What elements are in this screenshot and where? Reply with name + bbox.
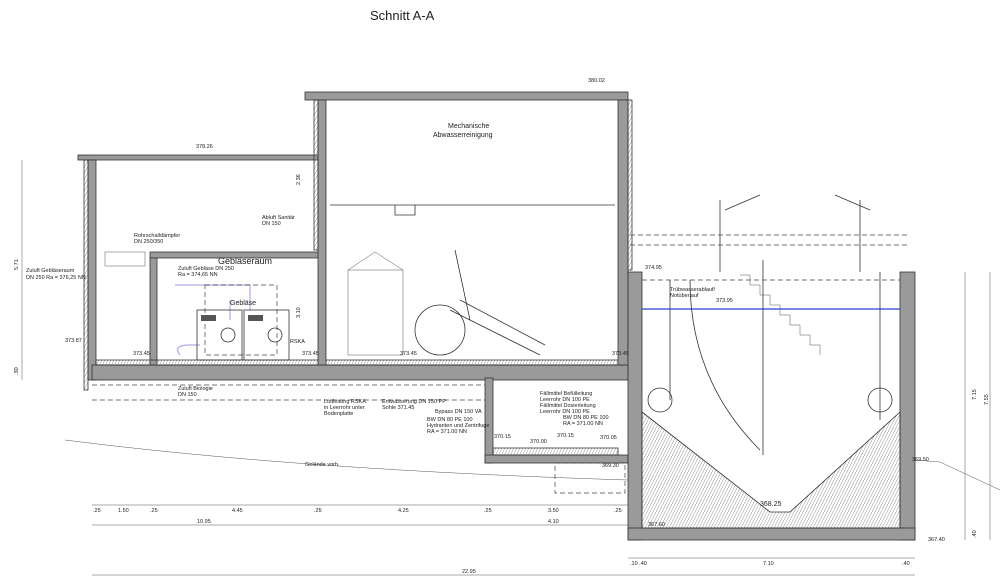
drawing-label: 3.50 — [548, 508, 559, 514]
drawing-label: Sohle 371.45 — [382, 405, 414, 411]
drawing-label: 7.55 — [984, 394, 990, 405]
drawing-label: Gelände vorh. — [305, 462, 340, 468]
left-building — [77, 154, 629, 401]
drawing-label: 373.45 — [133, 351, 150, 357]
blower-unit — [196, 309, 290, 361]
drawing-label: 4.10 — [548, 519, 559, 525]
drawing-label: .40 — [972, 530, 978, 538]
drawing-label: 5.71 — [14, 259, 20, 270]
drawing-label: Zuluft Gebläse DN 250 — [178, 266, 234, 272]
drawing-label: Leerrohr DN 100 PE — [540, 397, 590, 403]
drawing-label: RA = 371.00 NN — [427, 429, 467, 435]
drawing-label: 370.00 — [530, 439, 547, 445]
drawing-label: Zuluft Gebläseraum — [26, 268, 75, 274]
drawing-label: 1.50 — [118, 508, 129, 514]
drawing-label: DN 150 — [262, 221, 281, 227]
drawing-label: Bypass DN 150 VA — [435, 409, 482, 415]
drawing-label: 374.95 — [645, 265, 662, 271]
main-building — [304, 91, 633, 494]
drawing-label: Entwässerung DN 150 PP — [382, 399, 446, 405]
terrain-line — [64, 439, 1000, 491]
room-label: Mechanische — [448, 123, 489, 130]
room-label: Abwasserreinigung — [433, 132, 493, 139]
drawing-label: 373.95 — [716, 298, 733, 304]
drawing-label: Fällmittel Befülleitung — [540, 391, 592, 397]
room-label-blower: Gebläse — [230, 300, 256, 307]
drawing-label: 370.15 — [494, 434, 511, 440]
drawing-label: 4.45 — [232, 508, 243, 514]
drawing-label: Bodenplatte — [324, 411, 353, 417]
drawing-label: 370.15 — [557, 433, 574, 439]
drawing-label: .25 — [314, 508, 322, 514]
drawing-label: 369.50 — [912, 457, 929, 463]
drawing-label: .25 — [93, 508, 101, 514]
drawing-label: 368.25 — [760, 501, 782, 508]
drawing-label: in Leerrohr unter — [324, 405, 365, 411]
drawing-label: .30 — [14, 367, 20, 375]
drawing-label: 10.95 — [197, 519, 211, 525]
room-label-blower-room: Gebläseraum — [218, 256, 272, 266]
tank — [627, 194, 916, 541]
drawing-label: Ra = 374,65 NN — [178, 272, 218, 278]
drawing-label: DN 150 — [178, 392, 197, 398]
drawing-label: 4.25 — [398, 508, 409, 514]
drawing-label: Leerrohr DN 100 PE — [540, 409, 590, 415]
drawing-label: Notüberlauf — [670, 293, 699, 299]
drawing-label: .25 — [150, 508, 158, 514]
drawing-label: Fällmittel Dosierleitung — [540, 403, 596, 409]
dimension-lines: .25 1.50 .25 4.45 .25 4.25 .25 3.50 .25 … — [14, 160, 991, 576]
drawing-label: 380.02 — [588, 78, 605, 84]
drawing-title: Schnitt A-A — [370, 8, 435, 23]
drawing-label: RSKA — [290, 339, 305, 345]
level-marks: 378.26 380.02 373.87 373.45 373.45 373.4… — [65, 78, 945, 543]
drawing-label: 378.26 — [196, 144, 213, 150]
drawing-label: 373.45 — [612, 351, 629, 357]
drawing-label: .40 — [902, 561, 910, 567]
drawing-label: Abluft Sanitär — [262, 215, 295, 221]
drawing-label: 367.40 — [928, 537, 945, 543]
drawing-label: .10 .40 — [630, 561, 647, 567]
drawing-label: 367.60 — [648, 522, 665, 528]
drawing-label: Hydranten und Zentrifuge — [427, 423, 489, 429]
drawing-label: 7.10 — [763, 561, 774, 567]
drawing-label: 3.10 — [296, 307, 302, 318]
drawing-label: .25 — [484, 508, 492, 514]
drawing-label: 373.87 — [65, 338, 82, 344]
drawing-label: 373.45 — [400, 351, 417, 357]
drawing-label: BW DN 80 PE 100 — [563, 415, 609, 421]
drawing-label: BW DN 80 PE 100 — [427, 417, 473, 423]
drawing-label: 2.36 — [296, 174, 302, 185]
drawing-label: .25 — [614, 508, 622, 514]
drawing-label: DN 250 Ra = 376,25 NN — [26, 275, 86, 281]
drawing-label: DN 250/350 — [134, 239, 163, 245]
drawing-label: 373.45 — [302, 351, 319, 357]
drawing-label: Luftleitung RSKA — [324, 399, 366, 405]
drawing-label: 369.30 — [602, 463, 619, 469]
drawing-label: RA = 371.00 NN — [563, 421, 603, 427]
drawing-label: Zuluft Biologie — [178, 386, 213, 392]
drawing-label: 7.15 — [972, 389, 978, 400]
drawing-label: 370.05 — [600, 435, 617, 441]
drawing-label: Trübwasserablauf/ — [670, 287, 716, 293]
drawing-label: 22.95 — [462, 569, 476, 575]
annotations: Zuluft Gebläseraum DN 250 Ra = 376,25 NN… — [26, 215, 716, 468]
drawing-label: Rohrschalldämpfer — [134, 233, 180, 239]
